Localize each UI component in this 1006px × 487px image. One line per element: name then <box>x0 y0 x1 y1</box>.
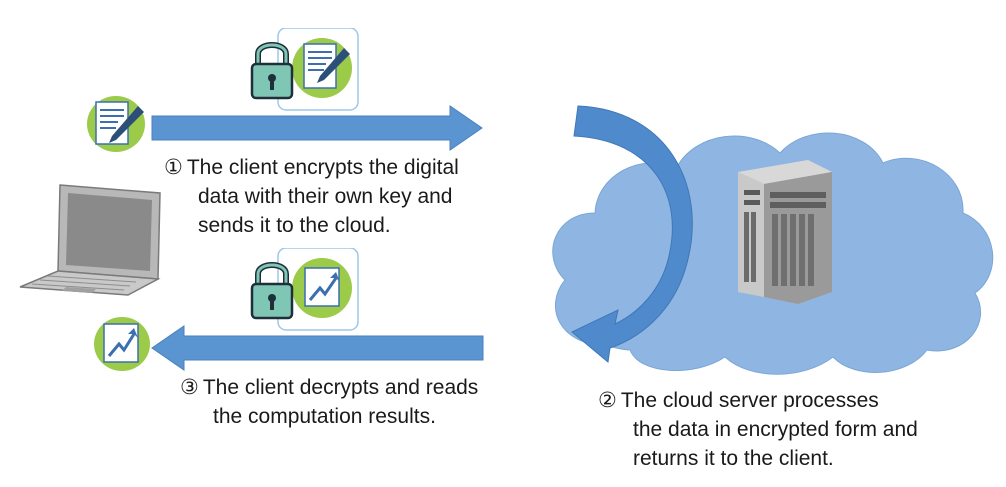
server-icon <box>738 160 832 304</box>
return-results-arrow <box>151 325 484 371</box>
lock-icon <box>250 262 294 320</box>
lock-icon <box>250 42 294 100</box>
chart-icon <box>94 317 150 371</box>
curved-return-arrow <box>571 105 693 363</box>
step-2-number: ② <box>598 389 617 412</box>
laptop-icon <box>19 184 161 296</box>
step-1-number: ① <box>164 156 183 179</box>
step-3-number: ③ <box>180 376 199 399</box>
lock-document-group <box>250 28 359 111</box>
lock-chart-group <box>250 248 359 331</box>
encrypt-send-arrow <box>151 105 483 151</box>
document-icon <box>87 96 145 152</box>
